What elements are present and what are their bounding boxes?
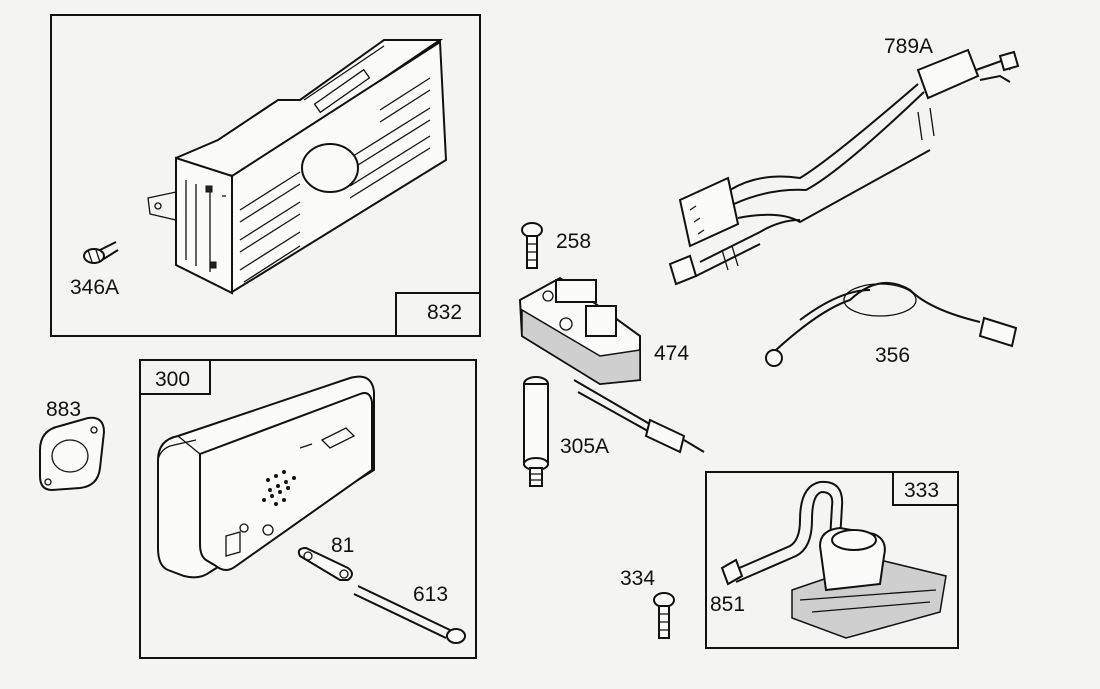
box-333 <box>705 471 959 649</box>
label-334: 334 <box>620 567 655 590</box>
label-789a: 789A <box>884 35 933 58</box>
label-258: 258 <box>556 230 591 253</box>
label-305a: 305A <box>560 435 609 458</box>
gasket-883 <box>39 416 106 492</box>
muffler-part <box>157 375 375 579</box>
lock-plate-81 <box>297 546 353 581</box>
bolt-613 <box>353 585 466 644</box>
armature-333 <box>720 480 947 639</box>
standoff-305a <box>523 376 549 487</box>
harness-789a <box>668 48 1020 286</box>
label-883: 883 <box>46 398 81 421</box>
label-613: 613 <box>413 583 448 606</box>
shroud-part <box>147 39 448 295</box>
label-346a: 346A <box>70 276 119 299</box>
box-832 <box>50 14 481 337</box>
label-474: 474 <box>654 342 689 365</box>
label-300: 300 <box>155 368 190 391</box>
label-81: 81 <box>331 534 354 557</box>
box-300 <box>139 359 477 659</box>
label-333: 333 <box>904 479 939 502</box>
label-356: 356 <box>875 344 910 367</box>
screw-258 <box>521 222 543 269</box>
screw-334 <box>653 592 675 639</box>
label-851: 851 <box>710 593 745 616</box>
label-832: 832 <box>427 301 462 324</box>
screw-346a <box>83 241 119 264</box>
ground-wire-356 <box>765 282 1018 367</box>
module-474 <box>518 276 705 454</box>
